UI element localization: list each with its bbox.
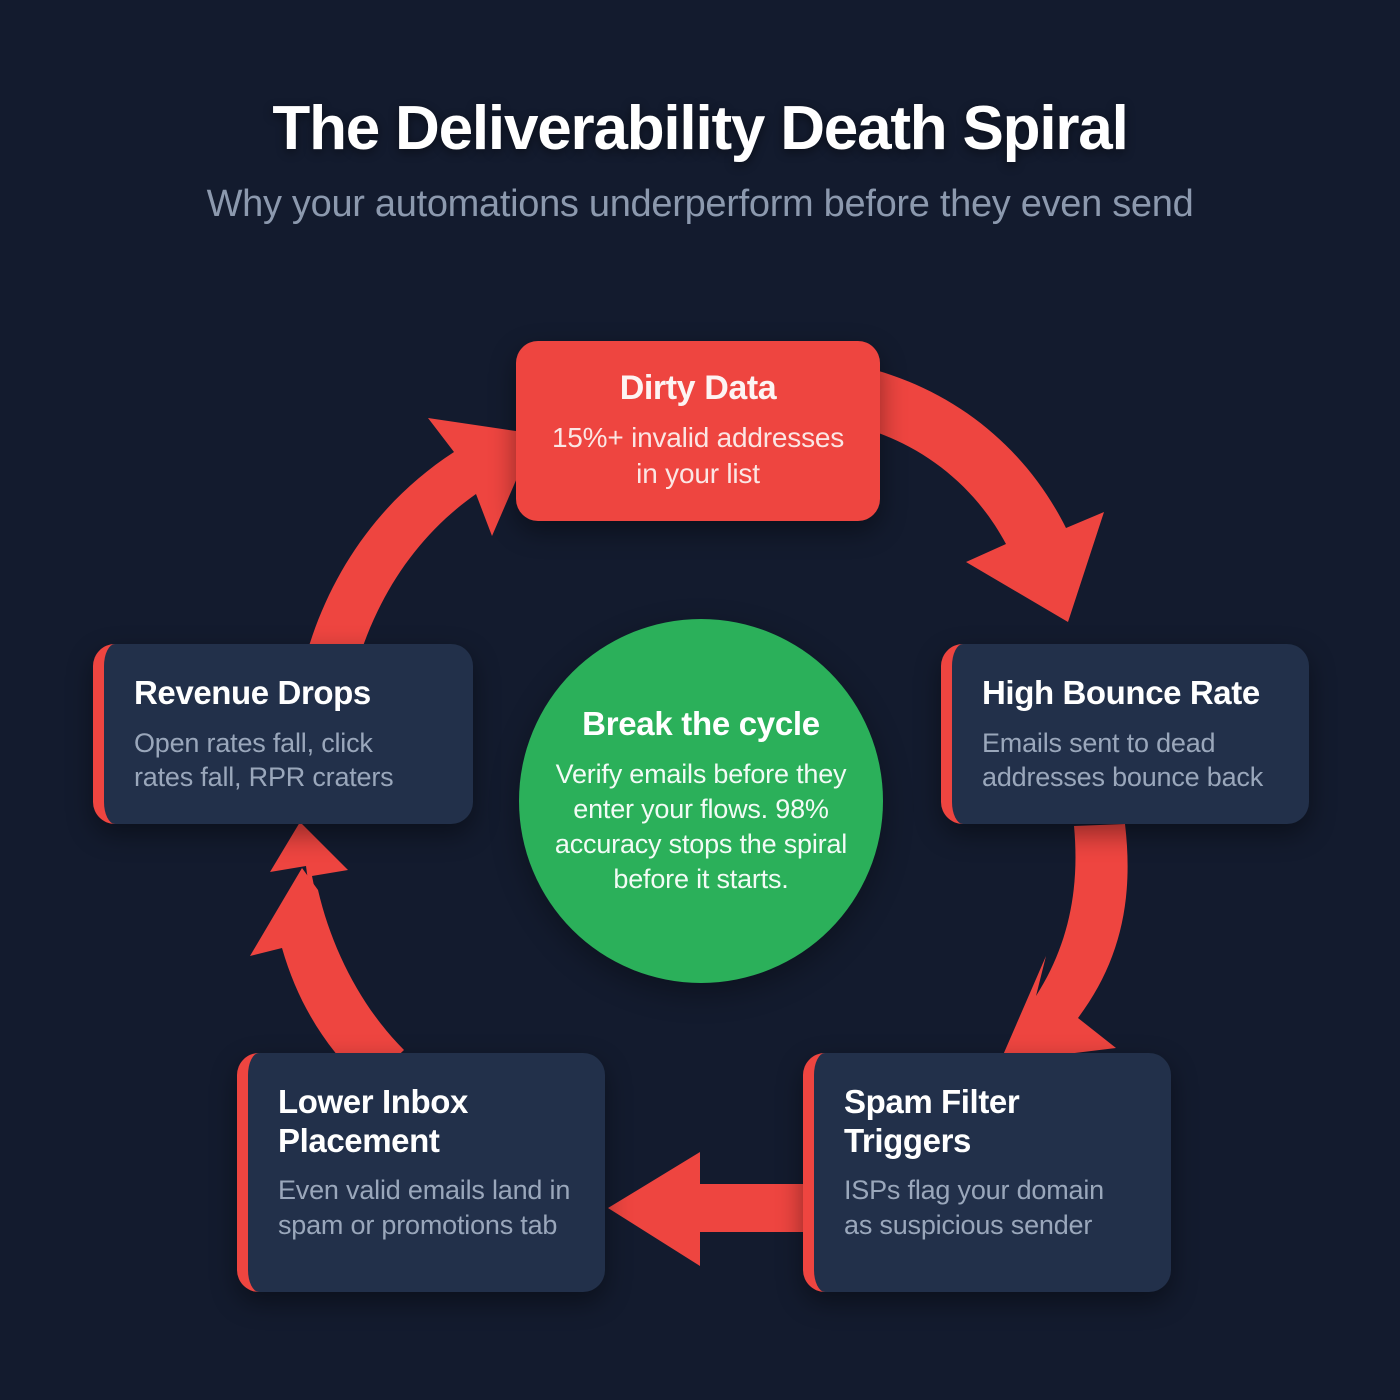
arrow-lower-inbox-to-revenue-drops (250, 822, 404, 1086)
arrow-high-bounce-to-spam-filter (1000, 824, 1128, 1062)
page-subtitle: Why your automations underperform before… (206, 183, 1194, 226)
node-description: Open rates fall, click rates fall, RPR c… (134, 727, 394, 793)
node-lower-inbox-placement[interactable]: Lower Inbox Placement Even valid emails … (237, 1053, 605, 1292)
arrow-dirty-data-to-high-bounce (848, 368, 1104, 622)
node-dirty-data[interactable]: Dirty Data 15%+ invalid addresses in you… (516, 341, 880, 521)
header: The Deliverability Death Spiral Why your… (0, 96, 1400, 226)
node-title: Lower Inbox Placement (278, 1083, 468, 1159)
node-title: Spam Filter Triggers (844, 1083, 1020, 1159)
node-title: Dirty Data (619, 369, 777, 407)
center-solution-circle[interactable]: Break the cycle Verify emails before the… (519, 619, 883, 983)
center-description: Verify emails before they enter your flo… (554, 758, 848, 895)
arrow-revenue-drops-to-dirty-data (306, 418, 536, 668)
node-description: Even valid emails land in spam or promot… (278, 1175, 571, 1240)
node-title: High Bounce Rate (982, 674, 1260, 711)
node-title: Revenue Drops (134, 674, 371, 711)
node-revenue-drops[interactable]: Revenue Drops Open rates fall, click rat… (93, 644, 473, 824)
node-high-bounce-rate[interactable]: High Bounce Rate Emails sent to dead add… (941, 644, 1309, 824)
node-description: 15%+ invalid addresses in your list (551, 421, 845, 489)
node-description: ISPs flag your domain as suspicious send… (844, 1175, 1104, 1240)
page-title: The Deliverability Death Spiral (272, 94, 1128, 163)
node-spam-filter-triggers[interactable]: Spam Filter Triggers ISPs flag your doma… (803, 1053, 1171, 1292)
center-title: Break the cycle (582, 704, 820, 742)
node-description: Emails sent to dead addresses bounce bac… (982, 727, 1263, 793)
arrow-spam-filter-to-lower-inbox (608, 1152, 806, 1266)
